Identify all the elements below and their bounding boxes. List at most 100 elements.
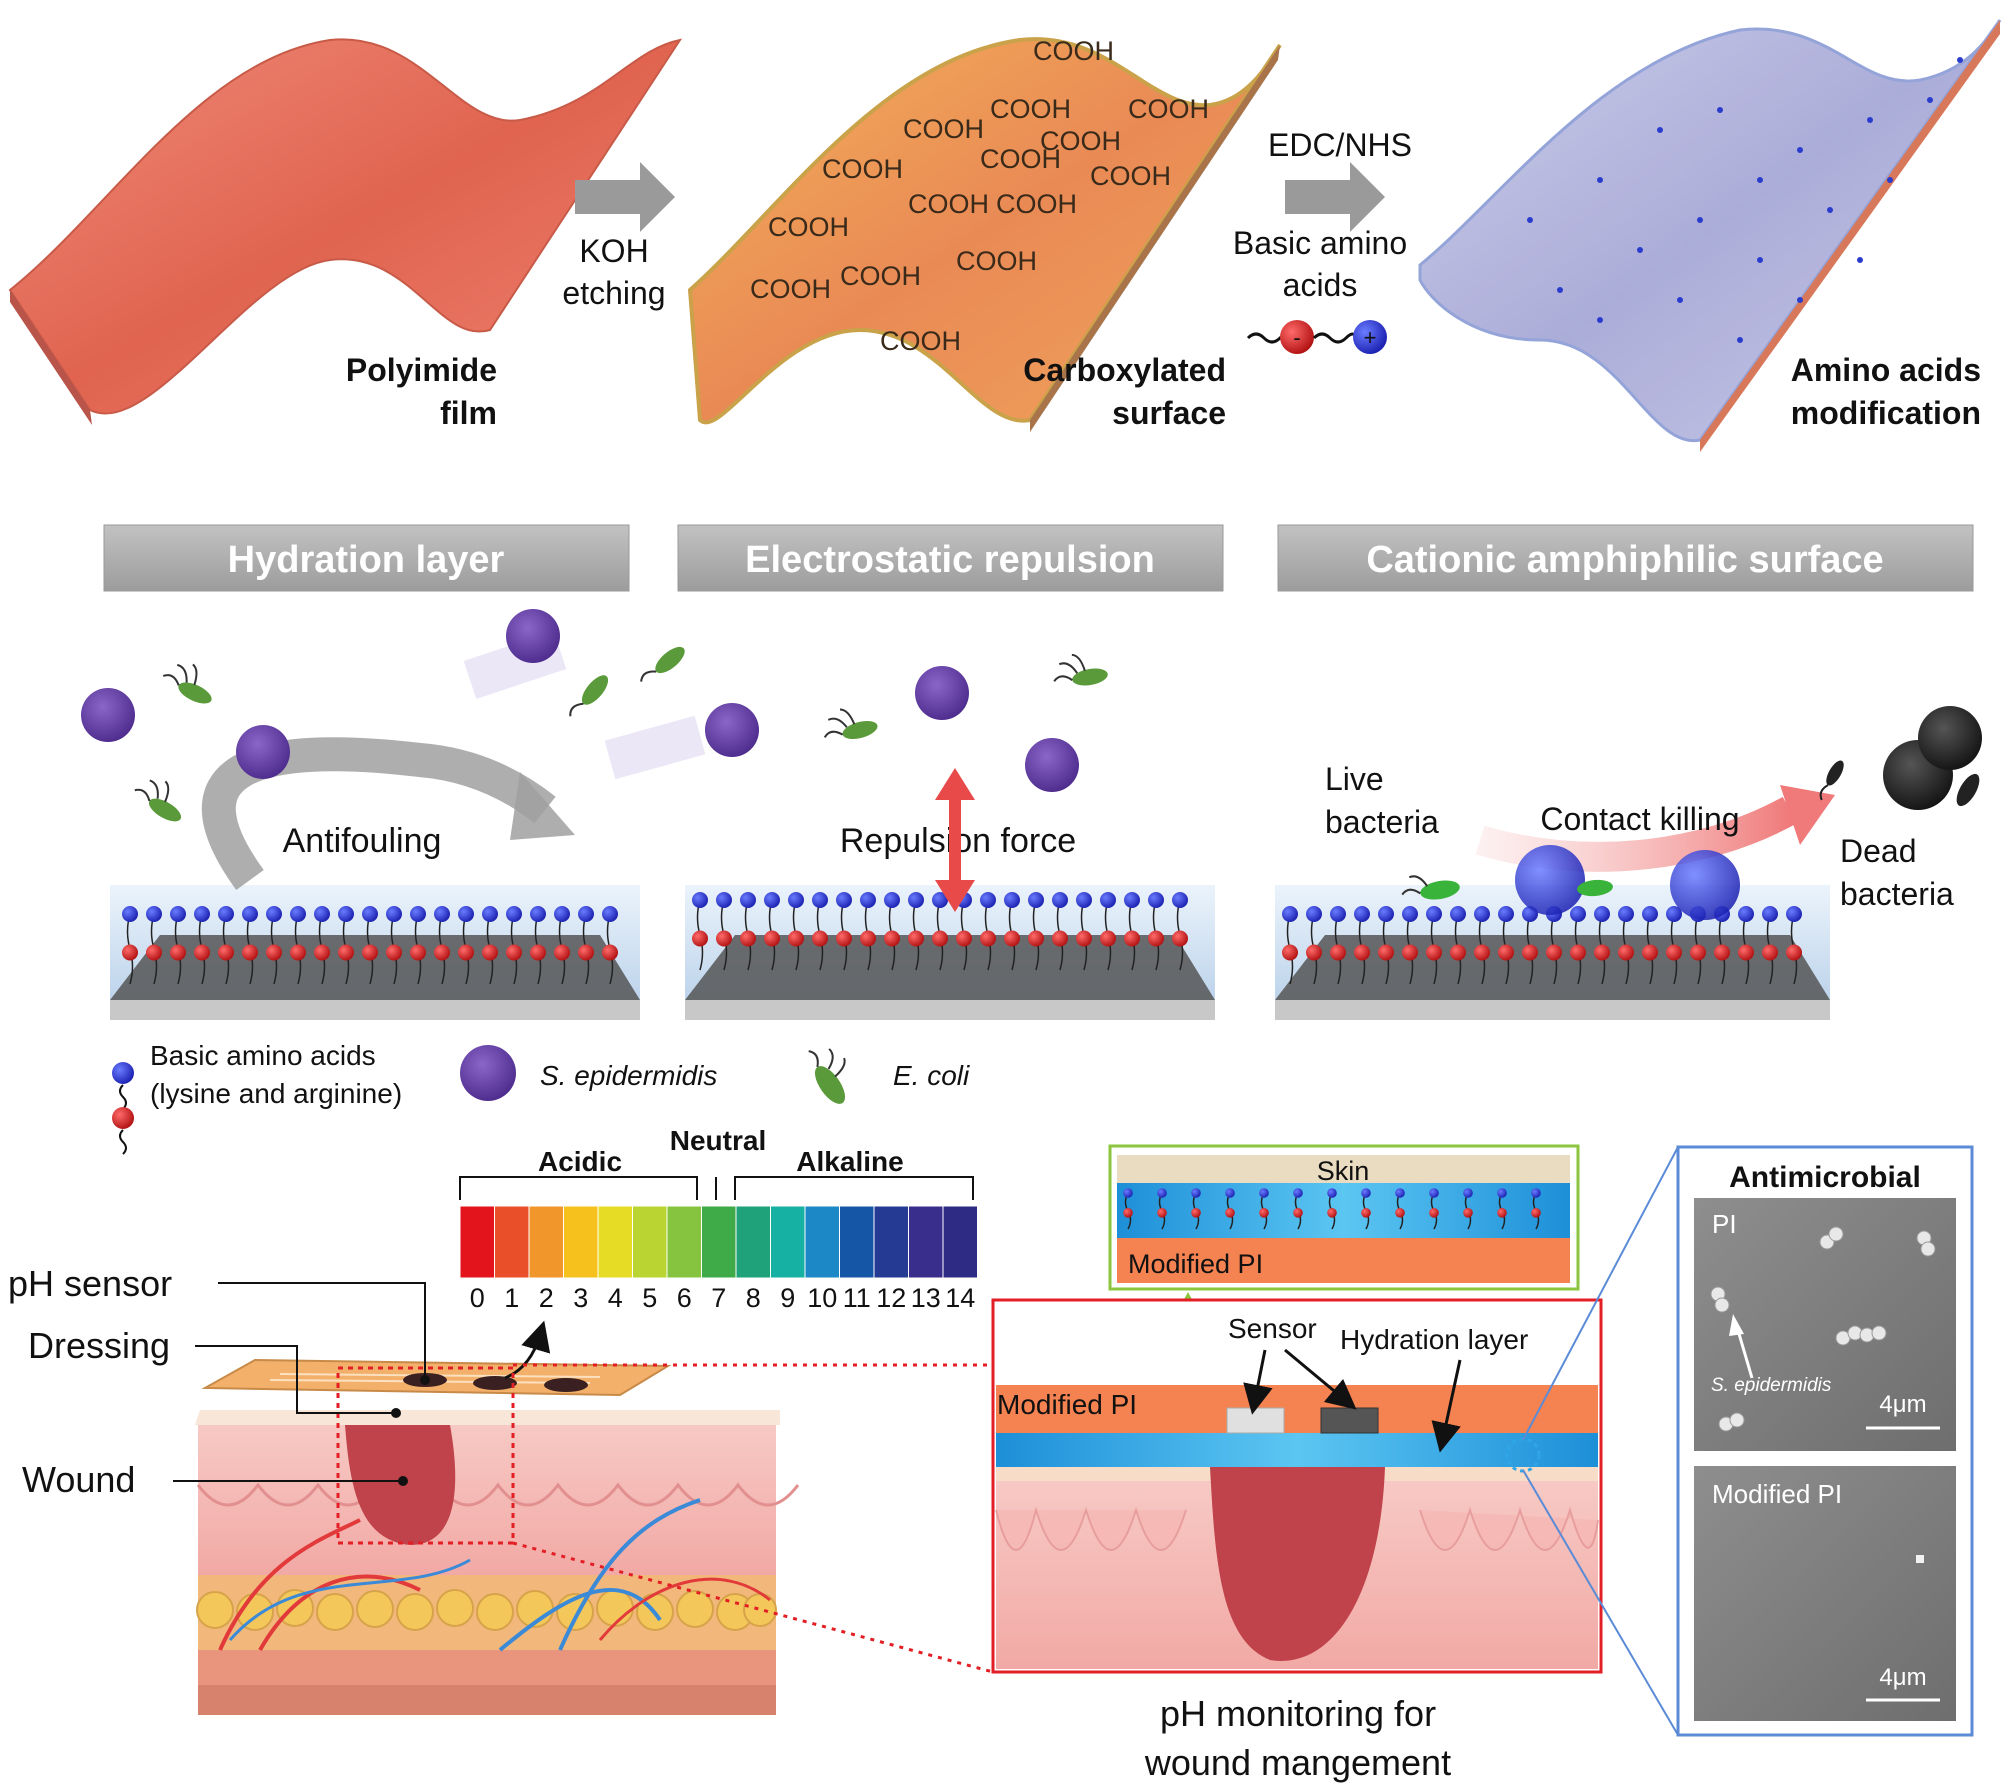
ph-tick-2: 2	[539, 1283, 554, 1313]
svg-text:COOH: COOH	[1090, 161, 1171, 191]
modified-pi-label: Modified PI	[997, 1389, 1137, 1420]
ph-tick-13: 13	[911, 1283, 941, 1313]
ph-cell-3	[563, 1205, 599, 1279]
ph-tick-6: 6	[677, 1283, 692, 1313]
sem-modified-pi-label: Modified PI	[1712, 1479, 1842, 1509]
hydration-layer-label: Hydration layer	[1340, 1324, 1528, 1355]
ph-tick-4: 4	[608, 1283, 623, 1313]
ph-cell-13	[908, 1205, 944, 1279]
sem-scale-2: 4μm	[1879, 1664, 1926, 1691]
amino-mod-label-2: modification	[1791, 395, 1981, 431]
ph-tick-5: 5	[642, 1283, 657, 1313]
skin-block-image	[195, 1410, 800, 1715]
svg-text:COOH: COOH	[1040, 126, 1121, 156]
ph-cell-8	[735, 1205, 771, 1279]
sem-image-modified-pi	[1694, 1466, 1956, 1721]
ph-cell-6	[666, 1205, 702, 1279]
hydration-layer	[996, 1433, 1598, 1467]
legend-s-epidermidis-label: S. epidermidis	[540, 1060, 717, 1091]
svg-text:+: +	[1364, 325, 1377, 350]
svg-text:Hydration layer: Hydration layer	[228, 539, 505, 581]
ph-cell-1	[494, 1205, 530, 1279]
ph-cell-4	[597, 1205, 633, 1279]
wound-label: Wound	[22, 1459, 135, 1500]
sensor-label: Sensor	[1228, 1313, 1317, 1344]
svg-text:COOH: COOH	[750, 274, 831, 304]
ph-tick-10: 10	[807, 1283, 837, 1313]
header-hydration: Hydration layer	[103, 524, 630, 592]
ph-tick-0: 0	[470, 1283, 485, 1313]
dead-bacteria-label-1: Dead	[1840, 833, 1917, 869]
contact-killing-arrow-icon	[1475, 796, 1798, 872]
carboxylated-label-2: surface	[1112, 395, 1226, 431]
legend-amino-icon	[112, 1062, 134, 1155]
header-electrostatic: Electrostatic repulsion	[677, 524, 1224, 592]
zoom-box	[336, 1366, 515, 1545]
svg-text:-: -	[1293, 325, 1300, 350]
legend-e-coli-label: E. coli	[893, 1060, 970, 1091]
ph-tick-12: 12	[876, 1283, 906, 1313]
ph-cell-2	[528, 1205, 564, 1279]
sensor-electrode-1	[1226, 1407, 1285, 1434]
edc-arrow-icon	[1285, 162, 1385, 232]
legend-e-coli-icon	[808, 1048, 846, 1104]
basic-amino-label-2: acids	[1283, 267, 1358, 303]
wound-pointer-lines	[173, 1282, 426, 1482]
carboxylated-film-image	[687, 37, 1282, 432]
svg-text:Electrostatic repulsion: Electrostatic repulsion	[745, 539, 1155, 581]
edc-nhs-label: EDC/NHS	[1268, 127, 1412, 163]
legend-amino-label-2: (lysine and arginine)	[150, 1078, 402, 1109]
polyimide-label-1: Polyimide	[346, 352, 497, 388]
etching-label: etching	[562, 275, 665, 311]
sem-s-epidermidis-label: S. epidermidis	[1711, 1375, 1832, 1396]
ph-tick-8: 8	[746, 1283, 761, 1313]
repulsion-arrow-icon	[935, 768, 975, 912]
ph-cell-0	[459, 1205, 495, 1279]
legend-amino-label-1: Basic amino acids	[150, 1040, 376, 1071]
ph-tick-9: 9	[780, 1283, 795, 1313]
sensor-electrode-2	[1320, 1407, 1379, 1434]
svg-text:COOH: COOH	[908, 189, 989, 219]
sem-pi-label: PI	[1712, 1209, 1737, 1239]
svg-text:Cationic amphiphilic surface: Cationic amphiphilic surface	[1366, 539, 1883, 581]
svg-text:COOH: COOH	[980, 144, 1061, 174]
svg-text:COOH: COOH	[990, 94, 1071, 124]
basic-amino-label-1: Basic amino	[1233, 225, 1407, 261]
cooh-groups: COOH COOH COOH COOH COOH COOH COOH COOH …	[750, 36, 1209, 356]
live-bacteria-label-2: bacteria	[1325, 804, 1439, 840]
svg-text:COOH: COOH	[903, 114, 984, 144]
ph-tick-14: 14	[945, 1283, 975, 1313]
panel-2-bacteria	[823, 653, 1108, 792]
panel-1-bacteria	[81, 609, 759, 822]
amino-modified-film-image	[1418, 19, 2002, 452]
dressing-image	[201, 1358, 672, 1397]
inset-modified-pi-label: Modified PI	[1128, 1249, 1263, 1279]
ph-cell-12	[873, 1205, 909, 1279]
dead-bacteria-label-2: bacteria	[1840, 876, 1954, 912]
ph-tick-11: 11	[843, 1283, 871, 1313]
ph-acidic-label: Acidic	[538, 1146, 622, 1177]
ph-cell-5	[632, 1205, 668, 1279]
header-cationic: Cationic amphiphilic surface	[1277, 524, 1974, 592]
polyimide-label-2: film	[440, 395, 497, 431]
sem-scale-1: 4μm	[1879, 1391, 1926, 1418]
live-bacteria-label-1: Live	[1325, 761, 1384, 797]
ph-neutral-label: Neutral	[670, 1125, 766, 1156]
ph-tick-7: 7	[711, 1283, 726, 1313]
dressing-label: Dressing	[28, 1325, 170, 1366]
amino-mod-label-1: Amino acids	[1791, 352, 1981, 388]
ph-cell-9	[770, 1205, 806, 1279]
skin-label: Skin	[1317, 1156, 1370, 1186]
sensor-out-arrow-icon	[504, 1320, 551, 1380]
amino-acid-brushes	[122, 892, 1802, 985]
skin-layer	[1117, 1155, 1570, 1183]
svg-text:COOH: COOH	[880, 326, 961, 356]
ph-tick-1: 1	[504, 1283, 519, 1313]
legend-s-epidermidis-icon	[460, 1045, 516, 1101]
koh-arrow-icon	[575, 162, 675, 232]
svg-text:COOH: COOH	[996, 189, 1077, 219]
antimicrobial-title: Antimicrobial	[1729, 1161, 1921, 1194]
inset-modified-pi-layer	[1117, 1238, 1570, 1283]
